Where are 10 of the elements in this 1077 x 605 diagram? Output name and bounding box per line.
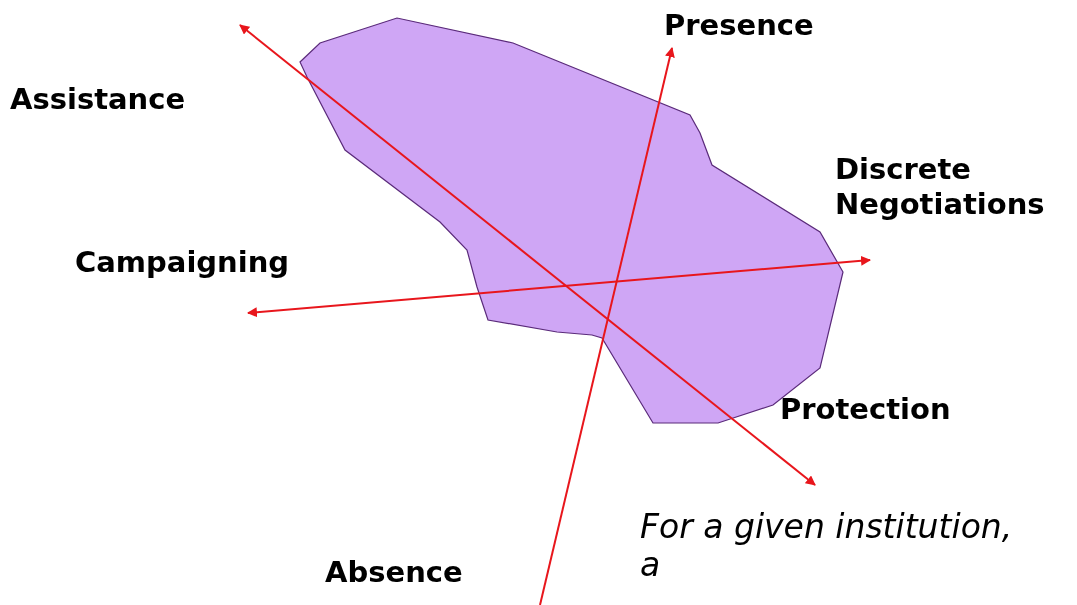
axis-label: Campaigning xyxy=(75,245,290,280)
caption-text: For a given institution, a xyxy=(640,508,1014,584)
axis-label: Assistance xyxy=(10,82,186,117)
axis-label: Protection xyxy=(780,392,951,427)
axis-arrow xyxy=(239,24,816,486)
axis-arrow xyxy=(247,255,871,318)
axis-label: Presence xyxy=(664,8,814,43)
axis-label: Discrete Negotiations xyxy=(835,152,1065,222)
axis-arrow xyxy=(539,47,675,605)
axis-label: Absence xyxy=(325,555,463,590)
